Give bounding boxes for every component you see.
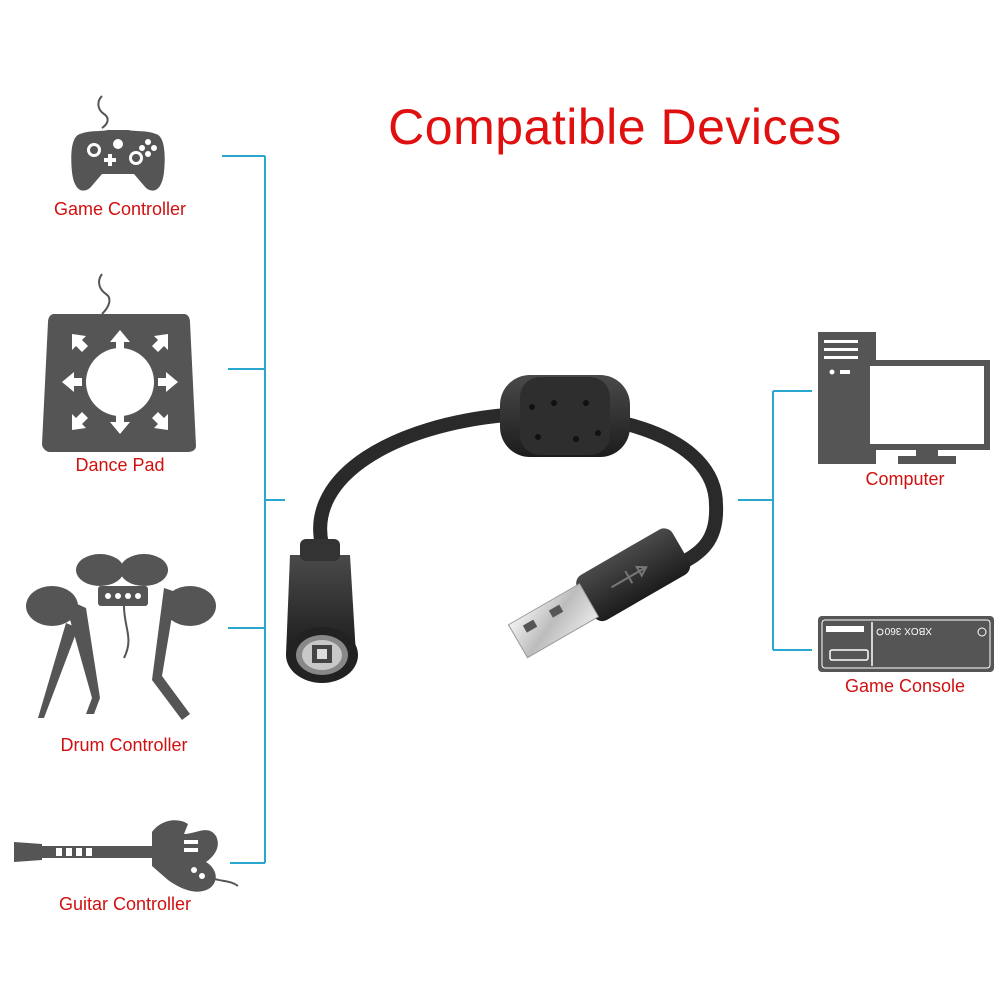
console-brand-text: XBOX 360	[884, 625, 932, 636]
usb-breakaway-cable-icon	[286, 375, 724, 683]
gamepad-icon	[71, 95, 165, 191]
label-guitar-controller: Guitar Controller	[58, 894, 192, 914]
label-game-controller: Game Controller	[53, 199, 187, 219]
drum-kit-icon	[26, 554, 216, 720]
label-drum-controller: Drum Controller	[60, 735, 188, 755]
label-dance-pad: Dance Pad	[75, 455, 165, 475]
label-game-console: Game Console	[844, 676, 966, 696]
page-title: Compatible Devices	[388, 99, 842, 155]
guitar-icon	[14, 820, 239, 892]
game-console-icon: XBOX 360	[818, 616, 994, 672]
dance-pad-icon	[42, 273, 196, 452]
desktop-computer-icon	[818, 332, 990, 464]
label-computer: Computer	[865, 469, 945, 489]
